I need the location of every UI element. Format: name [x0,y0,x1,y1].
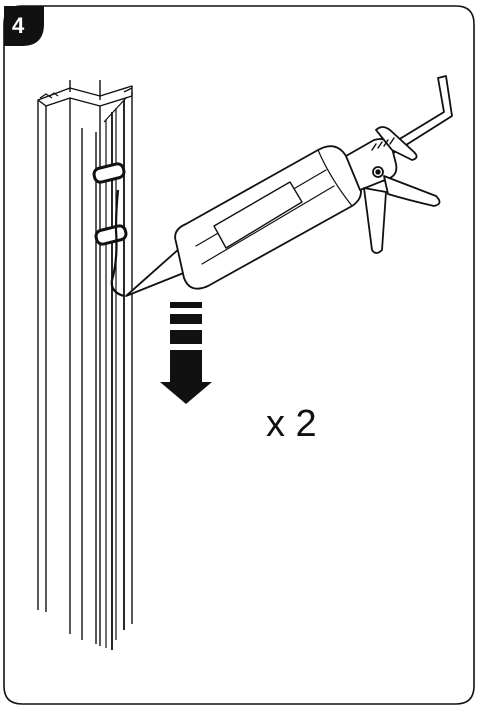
arrow-bar-2 [170,314,202,324]
sealant-bead [110,189,125,298]
door-frame-profile [37,80,133,650]
caulking-gun-icon [125,75,453,297]
gasket-clips [92,162,128,246]
quantity-label: x 2 [266,403,317,445]
gun-trigger [383,175,441,207]
step-badge: 4 [4,6,44,46]
arrow-bar-1 [170,302,202,308]
gasket-clip-lower [94,224,128,246]
gasket-clip-upper [92,162,126,184]
step-number: 4 [12,13,25,38]
arrow-bar-3 [170,330,202,344]
down-arrow-icon [160,302,212,404]
panel-border [3,5,475,705]
gun-handle [363,187,387,254]
arrow-shaft [170,350,202,382]
step-badge-shape [4,6,44,46]
arrow-head [160,382,212,404]
gun-plunger-rod [351,75,453,175]
gun-label-panel [213,181,303,249]
gun-release-lever [375,126,418,161]
